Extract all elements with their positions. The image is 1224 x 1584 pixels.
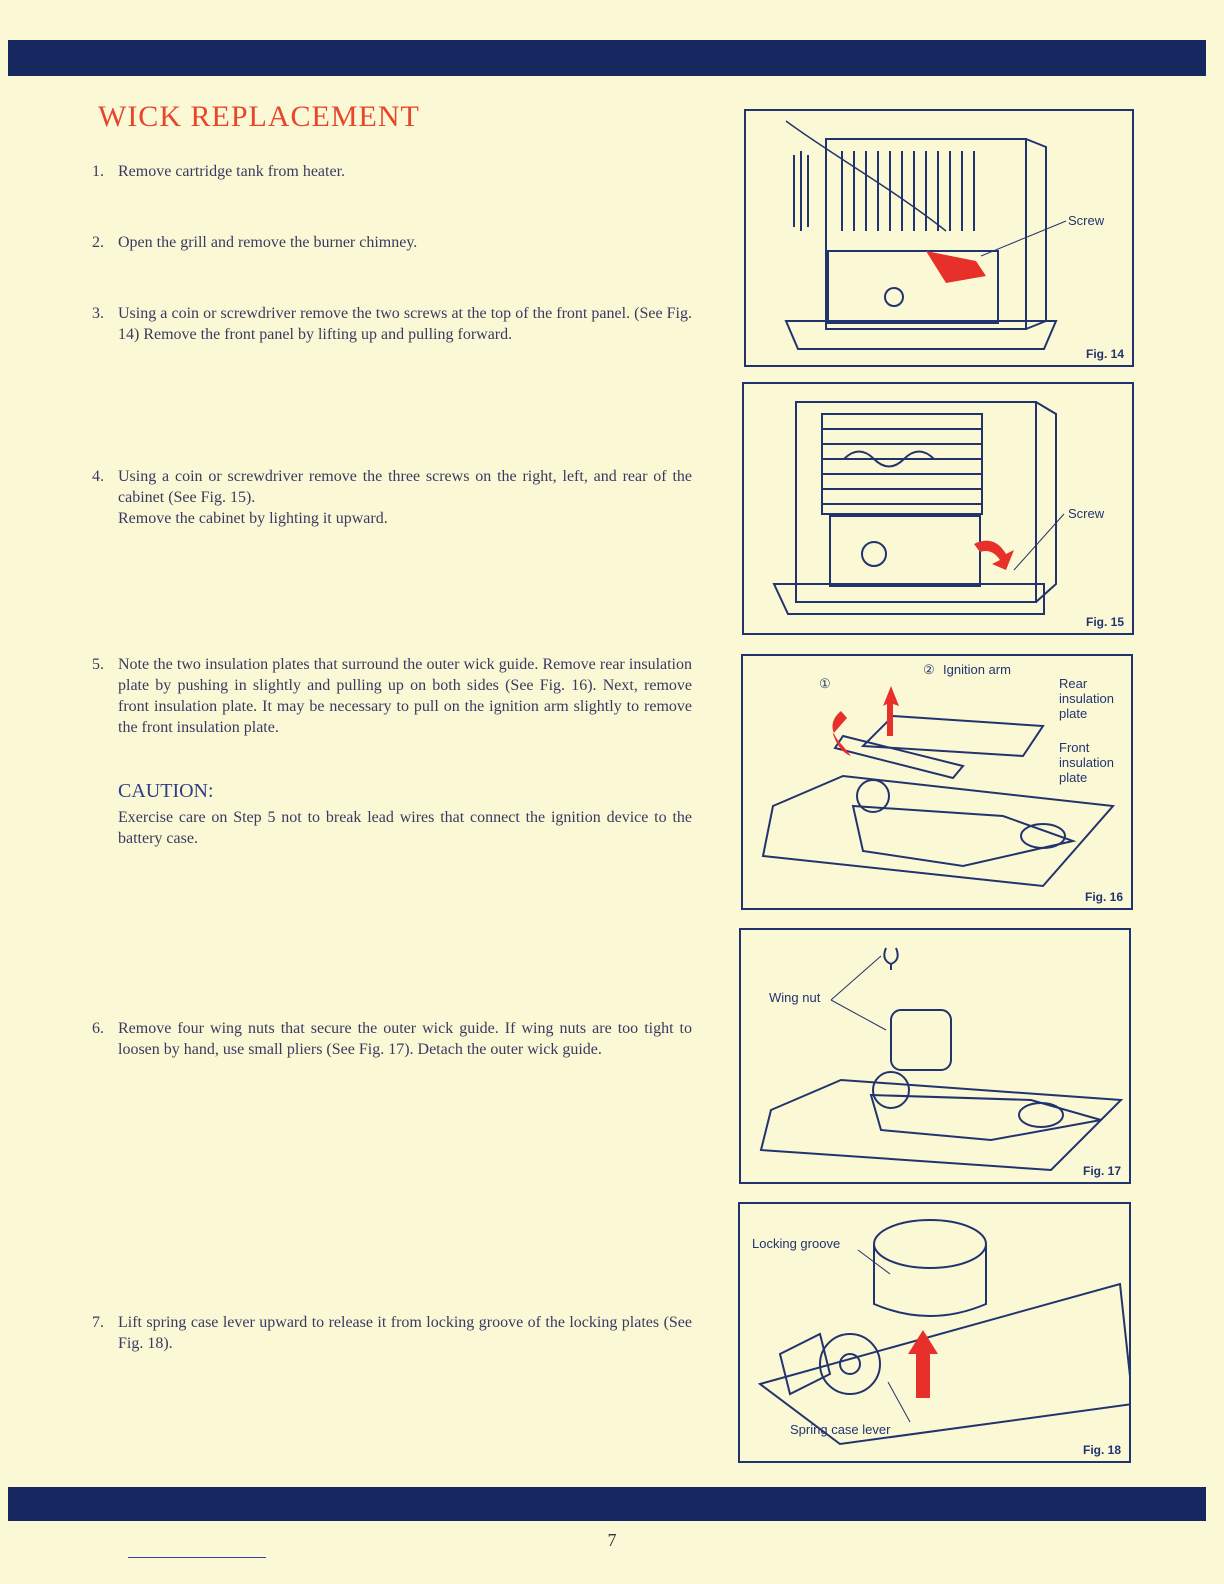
step-2: 2. Open the grill and remove the burner … bbox=[92, 232, 692, 253]
step-7: 7. Lift spring case lever upward to rele… bbox=[92, 1312, 692, 1354]
callout-rear-insulation-plate: Rear insulation plate bbox=[1059, 676, 1114, 721]
step-number: 6. bbox=[92, 1020, 104, 1037]
heater-cabinet-illustration bbox=[772, 401, 1065, 615]
callout-screw: Screw bbox=[1068, 213, 1105, 228]
step-text: Using a coin or screwdriver remove the t… bbox=[118, 305, 692, 343]
step-number: 5. bbox=[92, 656, 104, 673]
figure-label: Fig. 16 bbox=[1084, 890, 1123, 904]
step-text: Open the grill and remove the burner chi… bbox=[118, 234, 418, 251]
step-number: 7. bbox=[92, 1314, 104, 1331]
figure-label: Fig. 15 bbox=[1085, 615, 1124, 629]
step-text: Remove cartridge tank from heater. bbox=[118, 163, 346, 180]
step-number: 4. bbox=[92, 468, 104, 485]
step-number: 3. bbox=[92, 305, 104, 322]
bottom-band bbox=[8, 1487, 1206, 1521]
page-title: WICK REPLACEMENT bbox=[98, 100, 420, 133]
figure-14: Screw Fig. 14 bbox=[744, 109, 1134, 367]
callout-number-1: ① bbox=[819, 676, 831, 691]
figure-15: Screw Fig. 15 bbox=[742, 382, 1134, 635]
step-number: 2. bbox=[92, 234, 104, 251]
insulation-plate-illustration bbox=[761, 686, 1116, 888]
spring-case-lever-illustration bbox=[757, 1219, 1129, 1446]
callout-spring-case-lever: Spring case lever bbox=[790, 1422, 891, 1437]
step-5: 5. Note the two insulation plates that s… bbox=[92, 654, 692, 738]
wing-nut-illustration bbox=[759, 947, 1124, 1172]
step-text: Using a coin or screwdriver remove the t… bbox=[118, 468, 692, 506]
callout-front-insulation-plate: Front insulation plate bbox=[1059, 740, 1114, 785]
figure-label: Fig. 17 bbox=[1082, 1164, 1121, 1178]
page-number: 7 bbox=[607, 1530, 617, 1550]
figure-18: Locking groove Spring case lever Fig. 18 bbox=[738, 1202, 1131, 1463]
callout-ignition-arm: Ignition arm bbox=[943, 662, 1011, 677]
step-text: Lift spring case lever upward to release… bbox=[118, 1314, 692, 1352]
step-6: 6. Remove four wing nuts that secure the… bbox=[92, 1018, 692, 1060]
step-text: Remove four wing nuts that secure the ou… bbox=[118, 1020, 692, 1058]
figure-16: ② Ignition arm ① Rear insulation plate F… bbox=[741, 654, 1133, 910]
callout-number-2: ② bbox=[923, 662, 935, 677]
callout-wing-nut: Wing nut bbox=[769, 990, 821, 1005]
step-number: 1. bbox=[92, 163, 104, 180]
top-band bbox=[8, 40, 1206, 76]
figure-label: Fig. 14 bbox=[1085, 347, 1124, 361]
heater-front-panel-illustration bbox=[784, 120, 1067, 350]
footnote-rule bbox=[128, 1557, 266, 1558]
step-1: 1. Remove cartridge tank from heater. bbox=[92, 161, 692, 182]
caution-heading: CAUTION: bbox=[118, 780, 214, 802]
step-3: 3. Using a coin or screwdriver remove th… bbox=[92, 303, 692, 345]
callout-locking-groove: Locking groove bbox=[752, 1236, 841, 1251]
figure-label: Fig. 18 bbox=[1082, 1443, 1121, 1457]
callout-screw: Screw bbox=[1068, 506, 1105, 521]
step-text-2: Remove the cabinet by lighting it upward… bbox=[118, 510, 388, 527]
caution-text: Exercise care on Step 5 not to break lea… bbox=[118, 809, 692, 847]
figure-17: Wing nut Fig. 17 bbox=[739, 928, 1131, 1184]
step-text: Note the two insulation plates that surr… bbox=[118, 656, 692, 736]
step-4: 4. Using a coin or screwdriver remove th… bbox=[92, 466, 692, 529]
